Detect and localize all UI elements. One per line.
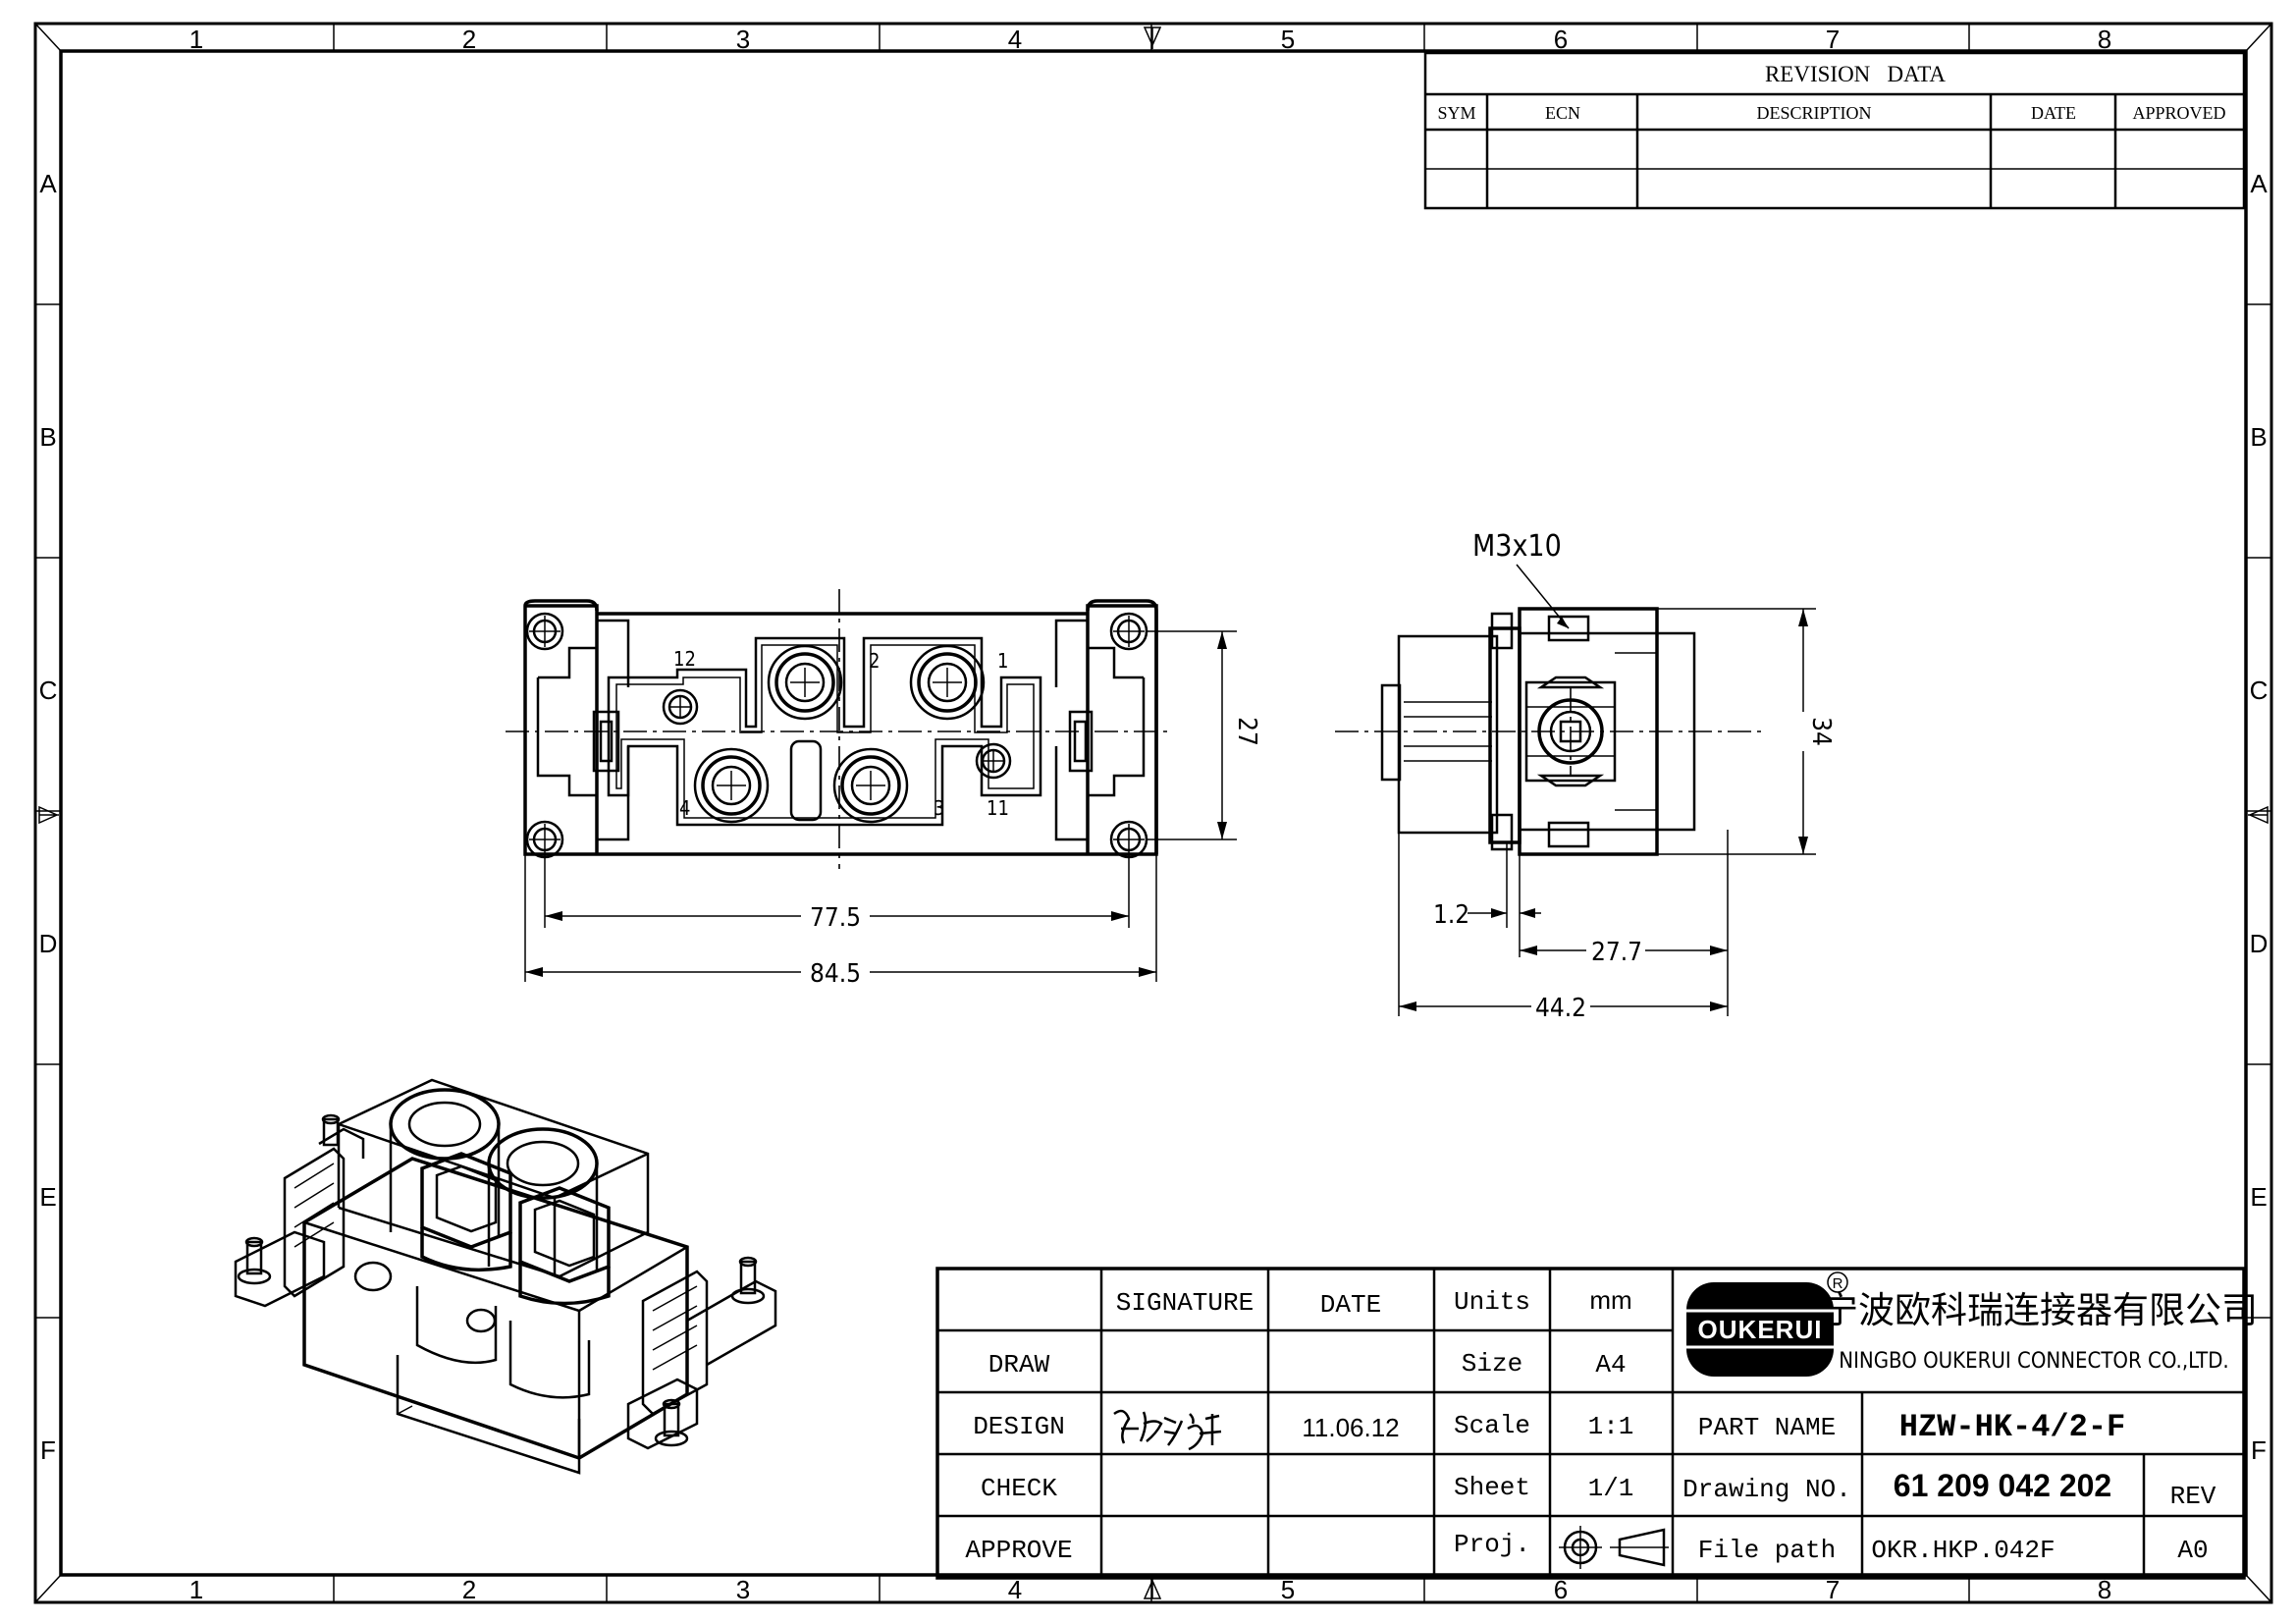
pin-label-12: 12 xyxy=(673,647,696,671)
company-logo: OUKERUI R xyxy=(1686,1271,1848,1377)
frame-col-label: 8 xyxy=(2098,25,2111,54)
tb-scale-value: 1:1 xyxy=(1588,1412,1634,1441)
dim-side-total: 44.2 xyxy=(1535,994,1586,1023)
tb-drawing-no: 61 209 042 202 xyxy=(1894,1468,2111,1503)
frame-col-label: 2 xyxy=(462,1575,476,1604)
frame-col-label: 4 xyxy=(1008,25,1022,54)
frame-row-label: D xyxy=(2250,929,2269,958)
tb-role-draw: DRAW xyxy=(988,1350,1050,1380)
frame-row-label: E xyxy=(39,1182,56,1212)
frame-row-label: F xyxy=(40,1435,56,1465)
dim-front-inner-width: 77.5 xyxy=(810,903,861,933)
frame-col-label: 8 xyxy=(2098,1575,2111,1604)
tb-role-approve: APPROVE xyxy=(965,1536,1072,1565)
screw-callout: M3x10 xyxy=(1472,529,1562,564)
frame-col-label: 3 xyxy=(736,1575,750,1604)
pin-label-4: 4 xyxy=(679,796,690,820)
frame-col-label: 4 xyxy=(1008,1575,1022,1604)
frame-col-label: 5 xyxy=(1281,1575,1295,1604)
side-view: M3x10 34 1.2 27.7 44.2 xyxy=(1335,529,1836,1023)
frame-col-label: 6 xyxy=(1554,25,1568,54)
tb-scale-label: Scale xyxy=(1454,1411,1530,1440)
frame-col-label: 5 xyxy=(1281,25,1295,54)
tb-rev-label: REV xyxy=(2170,1482,2216,1511)
frame-col-label: 6 xyxy=(1554,1575,1568,1604)
frame-row-label: B xyxy=(2250,422,2267,452)
tb-file-path-label: File path xyxy=(1698,1536,1836,1565)
frame-col-label: 7 xyxy=(1826,25,1840,54)
logo-text: OUKERUI xyxy=(1698,1315,1823,1344)
revision-header-sym: SYM xyxy=(1437,103,1475,123)
frame-col-label: 3 xyxy=(736,25,750,54)
company-name-en: NINGBO OUKERUI CONNECTOR CO.,LTD. xyxy=(1839,1349,2228,1374)
tb-design-date: 11.06.12 xyxy=(1302,1413,1399,1442)
tb-role-design: DESIGN xyxy=(973,1412,1065,1441)
logo-registered-mark: R xyxy=(1833,1275,1843,1292)
tb-proj-label: Proj. xyxy=(1454,1530,1530,1559)
frame-col-label: 1 xyxy=(189,25,203,54)
dim-front-height: 27 xyxy=(1232,717,1261,746)
dim-side-offset: 1.2 xyxy=(1433,900,1469,930)
dim-front-outer-width: 84.5 xyxy=(810,959,861,989)
frame-column-labels: 1 2 3 4 5 6 7 8 1 2 3 4 5 6 7 8 xyxy=(189,25,2111,1604)
frame-row-label: A xyxy=(39,169,57,198)
revision-header-ecn: ECN xyxy=(1545,103,1580,123)
tb-signature-header: SIGNATURE xyxy=(1116,1288,1254,1318)
tb-units-value: mm xyxy=(1589,1285,1631,1315)
frame-row-label: C xyxy=(2250,676,2269,705)
isometric-view xyxy=(234,1078,777,1475)
tb-part-name-label: PART NAME xyxy=(1698,1413,1836,1442)
tb-size-value: A4 xyxy=(1595,1350,1626,1380)
tb-rev-value: A0 xyxy=(2177,1536,2208,1565)
frame-row-labels: A B C D E F A B C D E F xyxy=(39,169,2269,1465)
front-view: 1 2 3 4 11 12 27 77.5 84.5 xyxy=(506,589,1261,989)
tb-part-name: HZW-HK-4/2-F xyxy=(1899,1409,2125,1445)
pin-label-1: 1 xyxy=(997,649,1008,673)
frame-row-label: F xyxy=(2251,1435,2267,1465)
frame-row-label: D xyxy=(39,929,58,958)
frame-row-label: B xyxy=(39,422,56,452)
tb-units-label: Units xyxy=(1454,1287,1530,1317)
revision-title: REVISION DATA xyxy=(1765,62,1946,86)
pin-label-11: 11 xyxy=(987,796,1009,820)
tb-sheet-value: 1/1 xyxy=(1588,1474,1634,1503)
frame-row-label: C xyxy=(39,676,58,705)
tb-drawing-no-label: Drawing NO. xyxy=(1682,1475,1851,1504)
tb-file-path: OKR.HKP.042F xyxy=(1871,1536,2055,1565)
frame-col-label: 7 xyxy=(1826,1575,1840,1604)
tb-role-check: CHECK xyxy=(981,1474,1057,1503)
company-name-cn: 宁波欧科瑞连接器有限公司 xyxy=(1822,1289,2258,1331)
design-signature xyxy=(1113,1409,1222,1451)
title-block: SIGNATURE DATE DRAW DESIGN CHECK APPROVE… xyxy=(935,1267,2258,1580)
tb-sheet-label: Sheet xyxy=(1454,1473,1530,1502)
tb-date-header: DATE xyxy=(1320,1290,1381,1320)
revision-header-description: DESCRIPTION xyxy=(1756,103,1871,123)
revision-header-date: DATE xyxy=(2031,103,2076,123)
frame-row-label: A xyxy=(2250,169,2268,198)
revision-table: REVISION DATA SYM ECN DESCRIPTION DATE A… xyxy=(1423,51,2246,210)
tb-size-label: Size xyxy=(1462,1349,1522,1379)
drawing-frame xyxy=(33,22,2273,1604)
pin-label-2: 2 xyxy=(869,649,880,673)
revision-header-approved: APPROVED xyxy=(2132,103,2225,123)
frame-row-label: E xyxy=(2250,1182,2267,1212)
frame-col-label: 2 xyxy=(462,25,476,54)
dim-side-depth: 27.7 xyxy=(1591,938,1642,967)
projection-symbol-icon xyxy=(1559,1526,1669,1569)
frame-col-label: 1 xyxy=(189,1575,203,1604)
pin-label-3: 3 xyxy=(934,796,944,820)
dim-side-height: 34 xyxy=(1806,717,1836,746)
